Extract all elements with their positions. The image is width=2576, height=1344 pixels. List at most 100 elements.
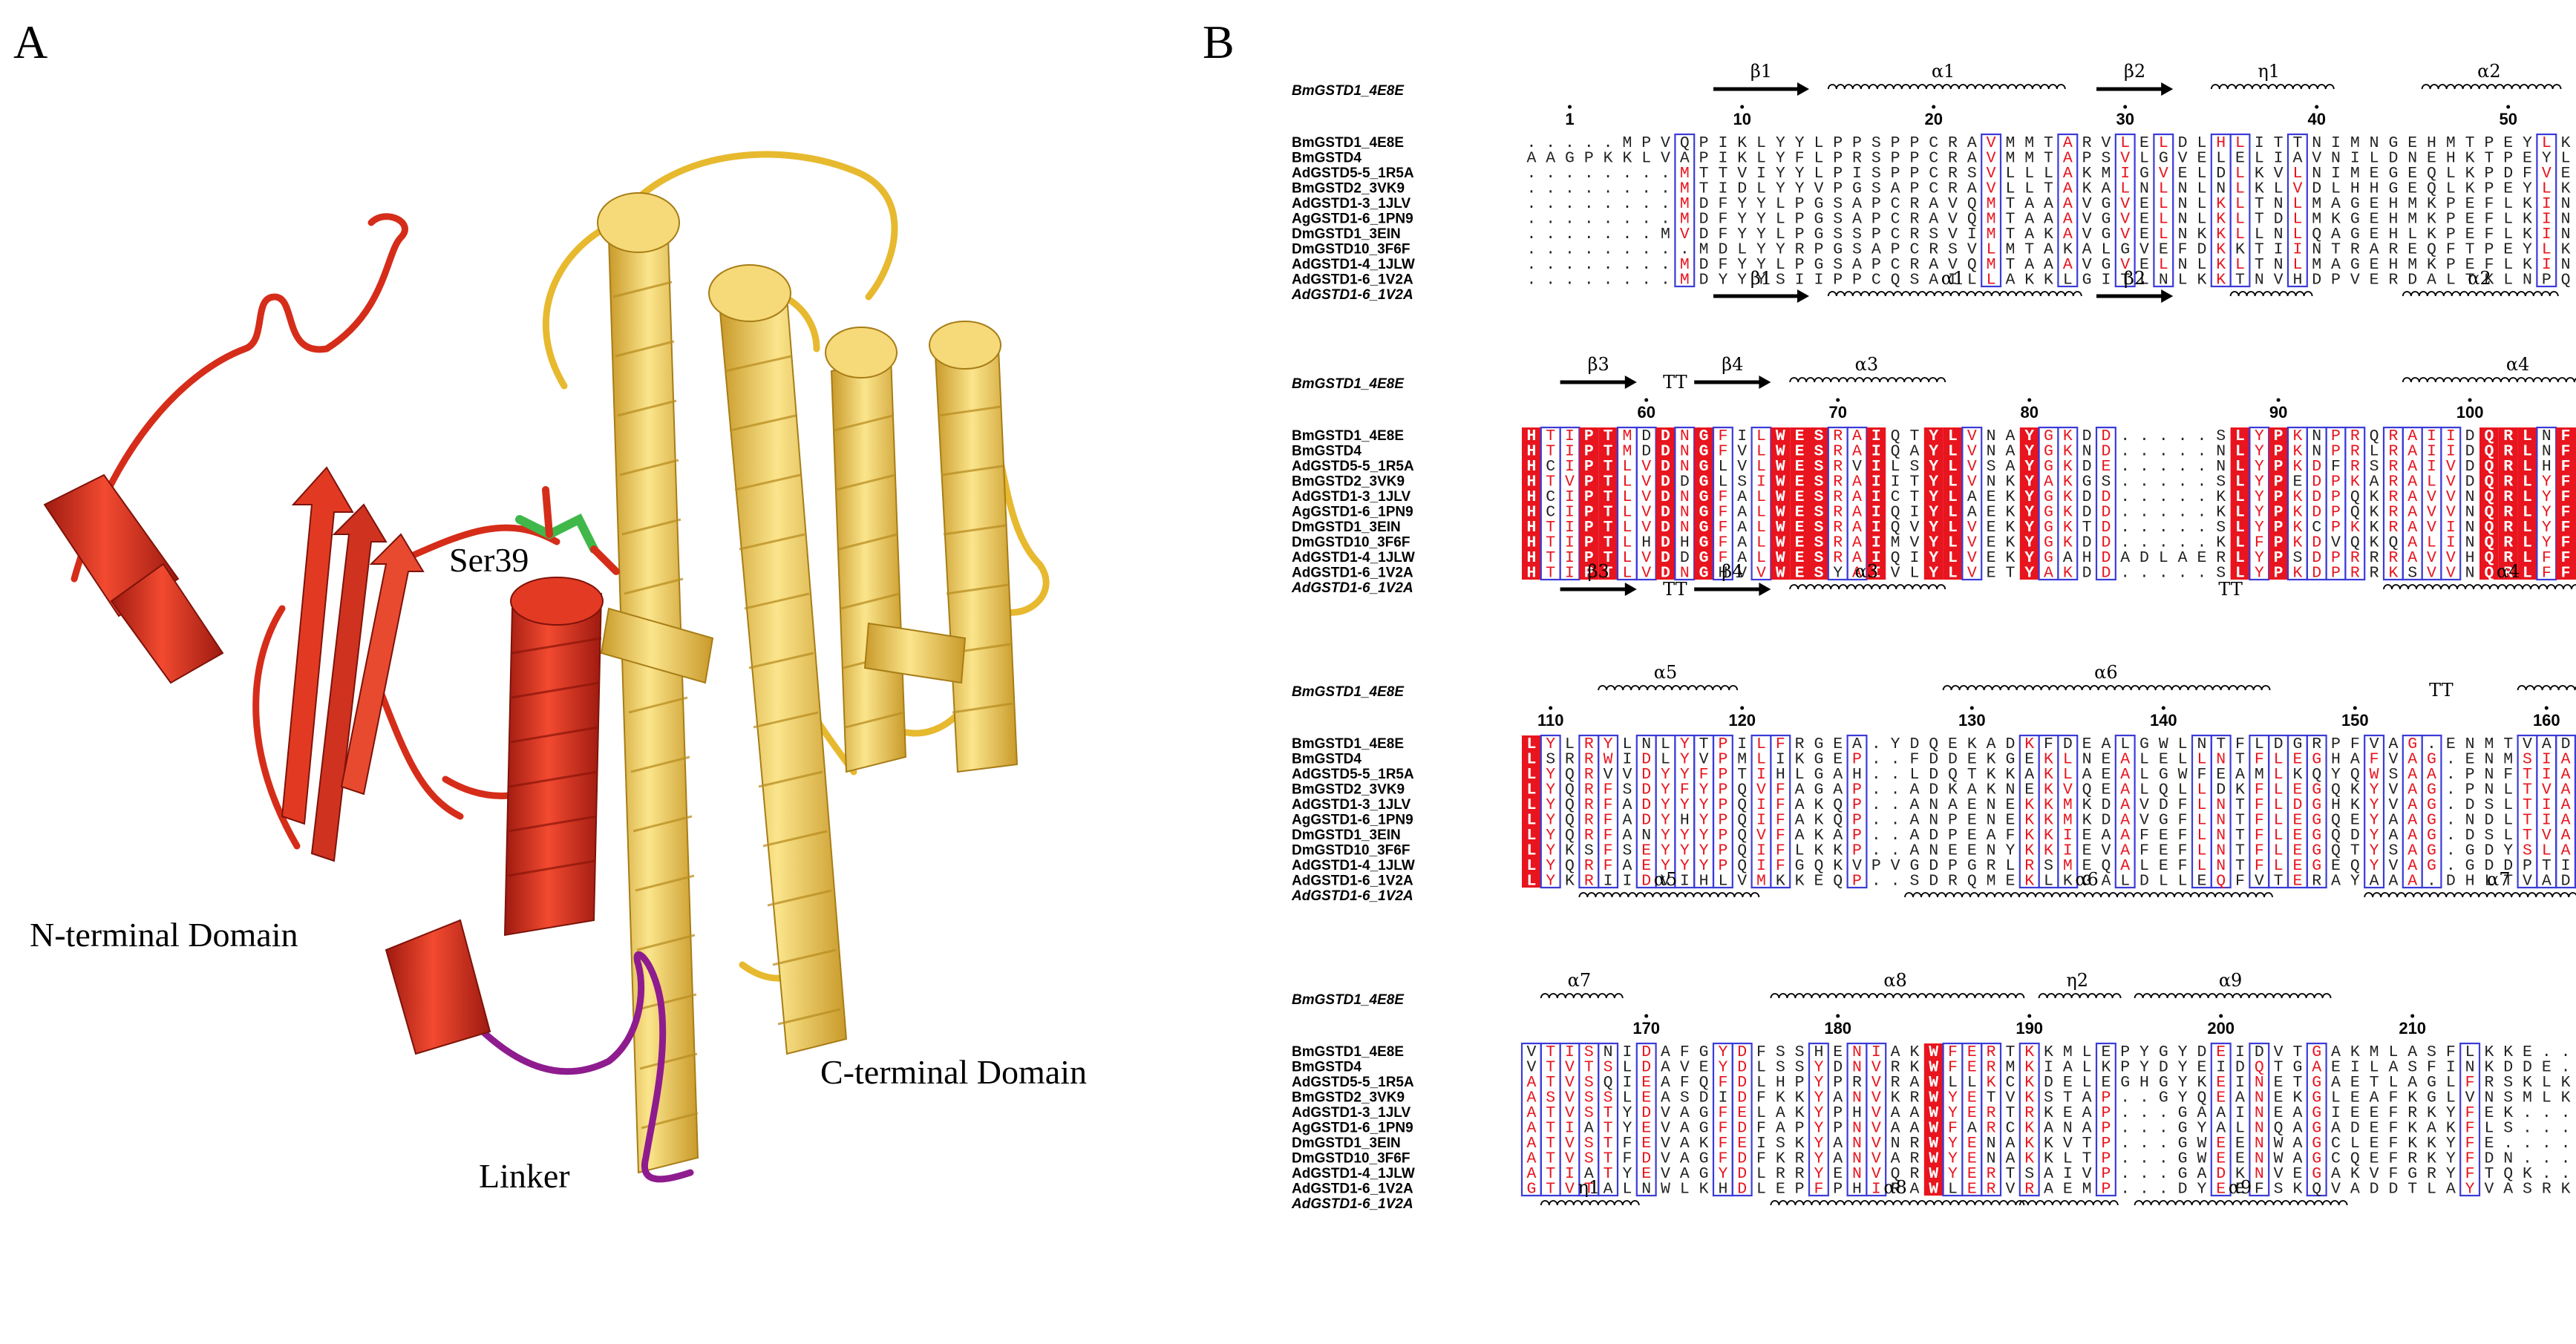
residue: . (1871, 735, 1881, 753)
residue: E (2159, 857, 2168, 875)
n-domain-loop (71, 213, 568, 850)
residue: I (2235, 1074, 2245, 1092)
residue: A (2407, 549, 2417, 567)
residue: A (2024, 211, 2034, 229)
residue: E (2216, 1043, 2226, 1061)
residue: V (1565, 1181, 1575, 1199)
residue: Y (1929, 565, 1938, 583)
residue: A (2561, 766, 2571, 784)
residue: Y (2024, 443, 2034, 461)
residue: E (1987, 488, 1996, 506)
residue: . (1584, 165, 1594, 183)
residue: Q (2427, 180, 2436, 198)
residue: . (2120, 488, 2130, 506)
residue: I (1871, 427, 1881, 445)
residue: P (2101, 1089, 2111, 1107)
residue: S (1776, 1059, 1785, 1077)
residue: H (2427, 134, 2436, 152)
residue: A (2407, 427, 2417, 445)
residue: F (1718, 256, 1727, 274)
residue: L (1948, 473, 1958, 491)
residue: A (1852, 488, 1862, 506)
residue: L (1756, 427, 1766, 445)
residue: V (2370, 735, 2379, 753)
residue: T (1546, 473, 1555, 491)
residue: F (1776, 827, 1785, 845)
residue: Q (1833, 812, 1843, 830)
residue: L (2139, 751, 2149, 769)
residue: . (1641, 226, 1651, 243)
residue: T (2255, 241, 2264, 259)
residue: M (1987, 211, 1996, 229)
strand-arrow-head (1797, 289, 1809, 303)
residue: D (2561, 735, 2571, 753)
residue: C (1891, 195, 1900, 213)
residue: . (2120, 427, 2130, 445)
residue: D (1641, 812, 1651, 830)
residue: R (1929, 241, 1938, 259)
residue: L (1526, 751, 1536, 769)
residue: K (2024, 1089, 2034, 1107)
residue: I (1756, 812, 1766, 830)
residue: E (2523, 1043, 2532, 1061)
similarity-box (2344, 426, 2366, 581)
residue: . (1526, 226, 1536, 243)
residue: A (1852, 504, 1862, 522)
residue: D (2235, 1059, 2245, 1077)
residue: T (2523, 781, 2532, 799)
residue: A (2120, 766, 2130, 784)
residue: D (2101, 488, 2111, 506)
residue: V (2388, 781, 2398, 799)
residue: R (2388, 443, 2398, 461)
residue: A (2388, 812, 2398, 830)
residue: K (2561, 1074, 2571, 1092)
residue: S (2523, 842, 2532, 860)
residue: L (1622, 458, 1632, 476)
residue: . (1871, 766, 1881, 784)
residue: D (2216, 781, 2226, 799)
residue: E (2331, 857, 2341, 875)
residue: L (2235, 473, 2245, 491)
residue: Q (2388, 534, 2398, 552)
residue: D (1699, 211, 1709, 229)
residue: Y (2542, 534, 2552, 552)
residue: S (2484, 796, 2494, 814)
residue: P (2274, 565, 2284, 583)
residue: S (1584, 1043, 1594, 1061)
secondary-structure-label: β1 (1750, 61, 1772, 82)
residue: K (2024, 1043, 2034, 1061)
residue: N (1852, 1059, 1862, 1077)
residue: T (1546, 534, 1555, 552)
residue: P (1795, 195, 1805, 213)
residue: L (2255, 150, 2264, 168)
residue: I (1565, 549, 1575, 567)
reference-name-top: BmGSTD1_4E8E (1292, 992, 1405, 1008)
residue: M (1680, 272, 1690, 289)
position-number: 10 (1733, 110, 1750, 128)
residue: L (1718, 873, 1727, 891)
residue: . (2120, 458, 2130, 476)
residue: T (2044, 150, 2053, 168)
residue: K (2044, 1043, 2053, 1061)
helix-coil (2038, 993, 2122, 999)
residue: W (1776, 427, 1785, 445)
residue: . (1604, 165, 1613, 183)
residue: Y (1756, 211, 1766, 229)
residue: Y (1699, 857, 1709, 875)
residue: I (2044, 1059, 2053, 1077)
residue: K (2370, 534, 2379, 552)
residue: D (1661, 458, 1670, 476)
residue: L (2005, 180, 2015, 198)
residue: G (2427, 781, 2436, 799)
residue: I (2446, 443, 2456, 461)
position-dot (2315, 105, 2319, 109)
residue: . (1661, 256, 1670, 274)
residue: Y (1661, 766, 1670, 784)
residue: S (1814, 504, 1823, 522)
residue: L (1756, 180, 1766, 198)
residue: A (2370, 473, 2379, 491)
residue: S (1909, 272, 1919, 289)
residue: I (2542, 195, 2552, 213)
residue: G (2005, 751, 2015, 769)
residue: L (2503, 827, 2513, 845)
